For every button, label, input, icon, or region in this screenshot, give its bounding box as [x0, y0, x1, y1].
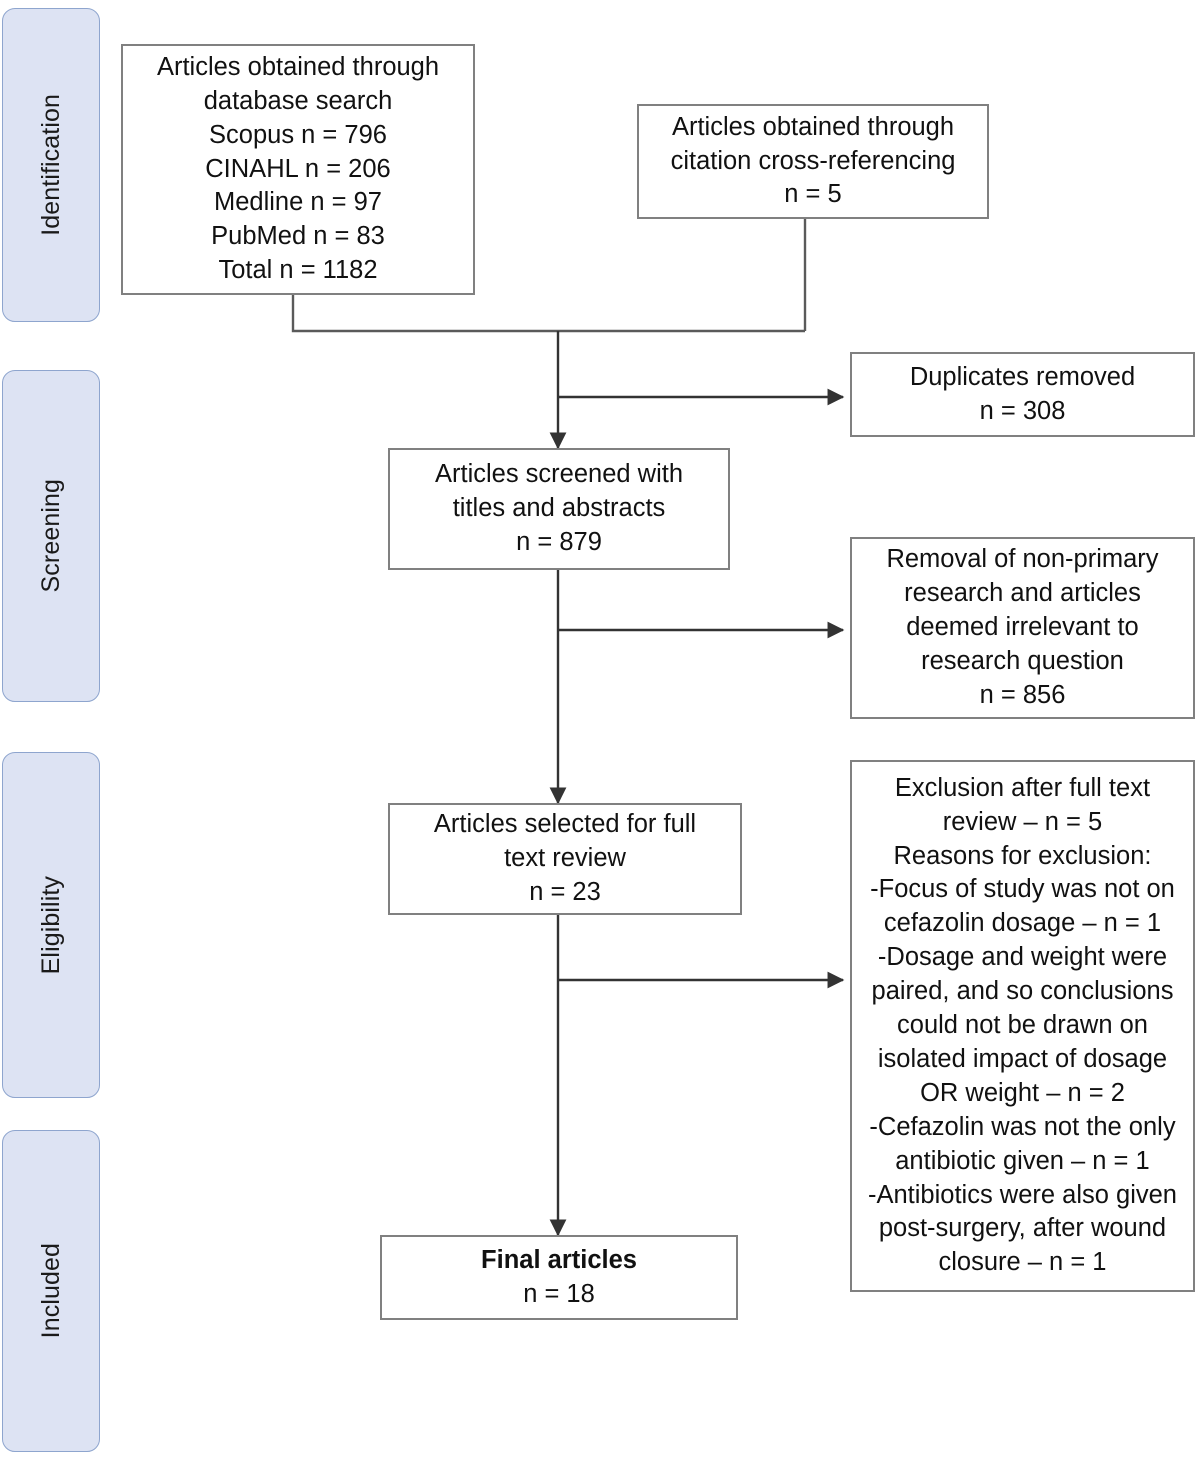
box-removal-non-primary: Removal of non-primary research and arti…	[850, 537, 1195, 719]
stage-label-identification: Identification	[36, 94, 65, 236]
stage-pill-eligibility: Eligibility	[2, 752, 100, 1098]
box-selected-full-text: Articles selected for full text review n…	[388, 803, 742, 915]
box-screened-titles-abstracts: Articles screened with titles and abstra…	[388, 448, 730, 570]
stage-pill-identification: Identification	[2, 8, 100, 322]
box-final-articles-title: Final articles	[481, 1245, 637, 1274]
box-database-search: Articles obtained through database searc…	[121, 44, 475, 295]
stage-label-included: Included	[36, 1243, 65, 1339]
box-exclusion-full-text-text: Exclusion after full text review – n = 5…	[868, 773, 1177, 1277]
box-final-articles: Final articles n = 18	[380, 1235, 738, 1320]
box-removal-non-primary-text: Removal of non-primary research and arti…	[886, 545, 1159, 709]
box-final-articles-count: n = 18	[523, 1279, 595, 1308]
stage-label-eligibility: Eligibility	[36, 875, 65, 975]
stage-pill-screening: Screening	[2, 370, 100, 702]
box-database-search-text: Articles obtained through database searc…	[156, 52, 440, 285]
connector-identification-merge	[291, 295, 805, 333]
stage-pill-included: Included	[2, 1130, 100, 1452]
box-duplicates-removed: Duplicates removed n = 308	[850, 352, 1195, 437]
box-exclusion-full-text: Exclusion after full text review – n = 5…	[850, 760, 1195, 1292]
box-screened-titles-abstracts-text: Articles screened with titles and abstra…	[434, 460, 683, 556]
box-cross-referencing-text: Articles obtained through citation cross…	[670, 112, 956, 209]
stage-label-screening: Screening	[36, 479, 65, 593]
box-selected-full-text-text: Articles selected for full text review n…	[433, 810, 697, 906]
box-cross-referencing: Articles obtained through citation cross…	[637, 104, 989, 219]
box-duplicates-removed-text: Duplicates removed n = 308	[909, 362, 1136, 425]
